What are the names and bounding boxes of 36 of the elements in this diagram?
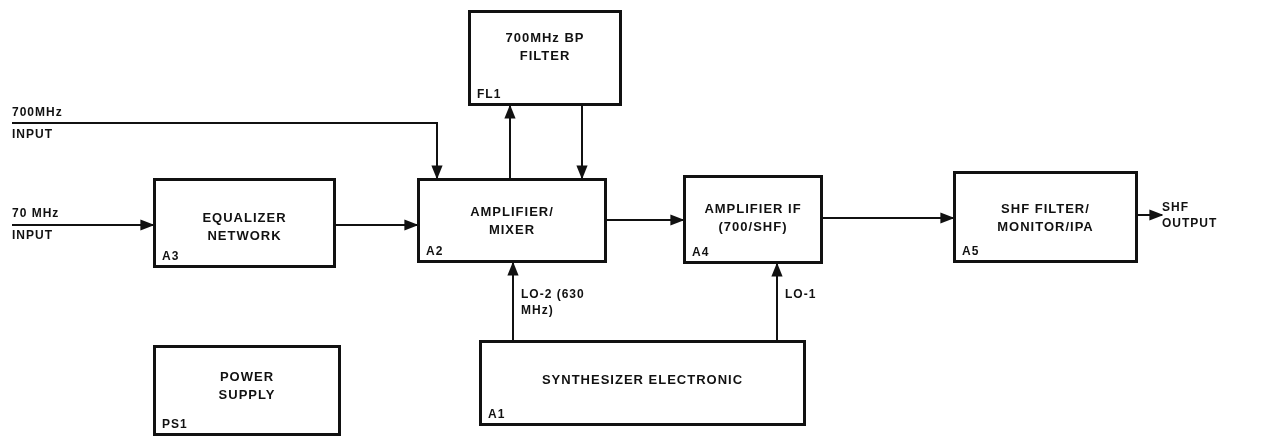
reference-designator: A3	[162, 249, 180, 263]
port-label: 70 MHz	[12, 205, 60, 221]
block-title: EQUALIZER NETWORK	[201, 209, 288, 245]
block-title: AMPLIFIER/ MIXER	[469, 203, 555, 239]
block-title: SYNTHESIZER ELECTRONIC	[540, 371, 745, 389]
port-label: INPUT	[12, 227, 53, 243]
block-box	[153, 345, 341, 436]
reference-designator: A4	[692, 245, 710, 259]
block-box	[153, 178, 336, 268]
block-box	[468, 10, 622, 106]
arrow	[606, 214, 685, 226]
reference-designator: A5	[962, 244, 980, 258]
block-title: SHF FILTER/ MONITOR/IPA	[996, 200, 1095, 236]
block-box	[417, 178, 607, 263]
block-box	[953, 171, 1138, 263]
block-box	[683, 175, 823, 264]
reference-designator: A2	[426, 244, 444, 258]
arrow	[507, 261, 519, 341]
arrow	[1137, 209, 1164, 221]
reference-designator: A1	[488, 407, 506, 421]
port-label: INPUT	[12, 126, 53, 142]
port-label: SHF OUTPUT	[1162, 199, 1219, 231]
arrow	[822, 212, 955, 224]
block-box	[479, 340, 806, 426]
port-label: 700MHz	[12, 104, 63, 120]
arrow	[576, 105, 588, 180]
reference-designator: FL1	[477, 87, 502, 101]
block-title: AMPLIFIER IF (700/SHF)	[703, 200, 803, 236]
arrow	[335, 219, 419, 231]
arrow	[771, 262, 783, 341]
reference-designator: PS1	[162, 417, 188, 431]
arrow	[504, 104, 516, 179]
arrow	[11, 122, 443, 180]
block-title: POWER SUPPLY	[217, 368, 277, 404]
arrow	[11, 219, 155, 231]
block-title: 700MHz BP FILTER	[504, 29, 586, 65]
